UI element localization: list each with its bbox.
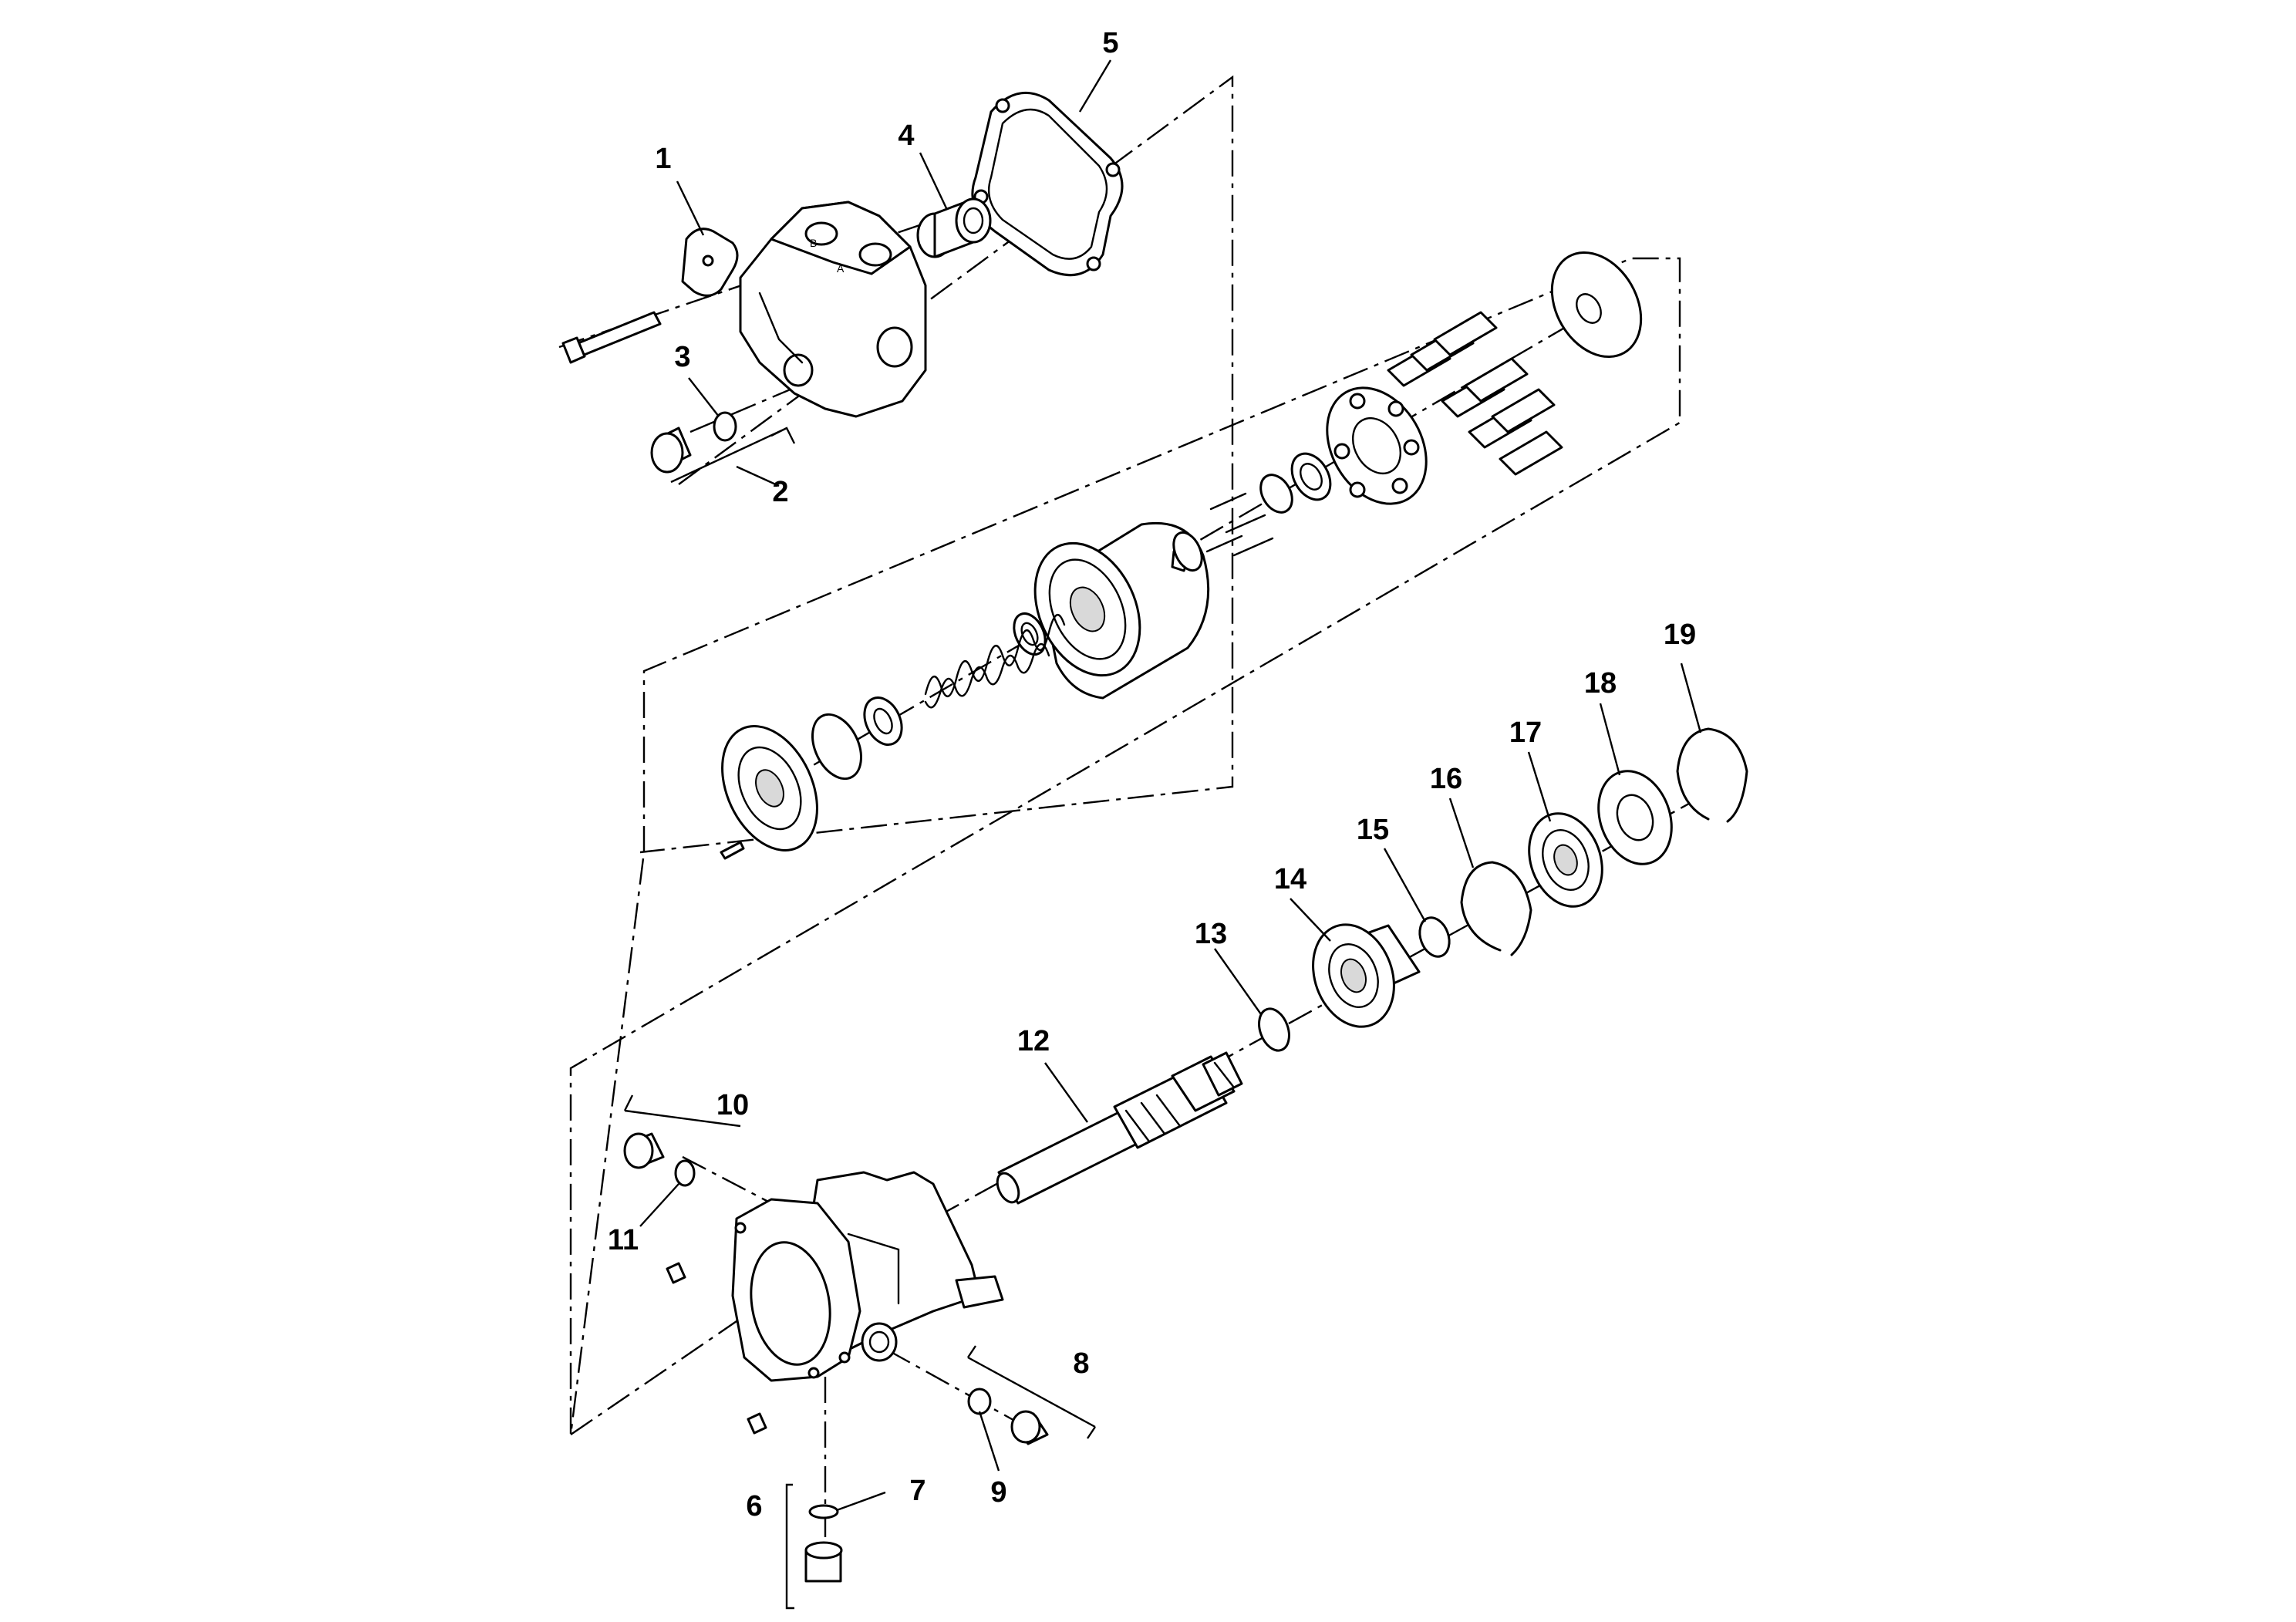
callout-17: 17 [1509, 717, 1542, 749]
drive-shaft-12-part [996, 1051, 1243, 1205]
cylinder-block-part [1033, 521, 1210, 700]
bracket-8 [967, 1345, 1096, 1439]
callout-8: 8 [1073, 1347, 1089, 1380]
callout-2: 2 [772, 476, 788, 508]
leader-3 [688, 377, 720, 417]
main-housing-part [731, 1171, 1004, 1382]
retaining-ring-16-part [1460, 861, 1532, 956]
plug-10-part [623, 1132, 665, 1169]
snap-ring-15-part [1418, 916, 1451, 958]
callout-5: 5 [1102, 27, 1118, 59]
valve-plate-part [720, 725, 818, 860]
leader-16 [1448, 798, 1475, 868]
shaft-seal-17-part [1528, 812, 1603, 908]
bracket-6 [785, 1483, 794, 1610]
callout-4: 4 [898, 120, 914, 152]
leader-5 [1078, 59, 1112, 113]
thrust-plate-part [1550, 251, 1643, 359]
leader-13 [1214, 948, 1262, 1015]
callout-6: 6 [746, 1490, 762, 1523]
leader-19 [1680, 663, 1702, 733]
svg-text:B: B [810, 237, 817, 249]
leader-17 [1527, 751, 1552, 822]
shim-18-part [1597, 770, 1673, 865]
piston-set-part [1387, 311, 1563, 476]
ball-bearing-14-part [1312, 923, 1421, 1028]
callout-9: 9 [990, 1476, 1006, 1509]
callout-18: 18 [1584, 667, 1617, 700]
gasket-part [971, 91, 1124, 277]
dowel-pin-lower [747, 1412, 767, 1435]
axis-port [886, 1348, 1027, 1428]
spring-assembly-part [811, 612, 1066, 781]
oring-7-part [808, 1504, 839, 1519]
snap-ring-13-part [1258, 1007, 1290, 1052]
leader-18 [1599, 703, 1621, 776]
leader-9 [978, 1411, 1000, 1472]
oring-11-part [674, 1159, 696, 1187]
middle-snap-ring-part [1172, 531, 1203, 572]
callout-3: 3 [674, 341, 690, 373]
callout-10: 10 [716, 1089, 749, 1121]
end-cover-part: B A [739, 201, 927, 418]
bolt-and-plate-part [561, 228, 739, 364]
callout-12: 12 [1017, 1025, 1050, 1057]
leader-15 [1383, 848, 1427, 922]
bracket-10 [623, 1094, 741, 1128]
callout-14: 14 [1274, 863, 1306, 895]
svg-text:A: A [837, 262, 845, 275]
callout-7: 7 [909, 1475, 925, 1507]
plug-and-oring-part [650, 411, 737, 474]
axis-plug [682, 1155, 772, 1205]
retainer-plate-part [1326, 386, 1428, 505]
top-group-boundary [639, 75, 1234, 854]
middle-group-boundary [569, 257, 1681, 1435]
leader-7 [836, 1491, 886, 1512]
callout-1: 1 [655, 143, 671, 175]
callout-15: 15 [1357, 814, 1389, 846]
leader-4 [919, 152, 949, 211]
oring-9-part [967, 1388, 992, 1415]
bracket-2 [670, 427, 796, 484]
callout-13: 13 [1195, 918, 1227, 950]
needle-bearing-part [916, 197, 992, 258]
leader-11 [639, 1183, 679, 1227]
retaining-ring-19-part [1676, 727, 1748, 823]
ball-guide-part [1205, 452, 1332, 557]
leader-1 [676, 180, 705, 236]
plug-8-part [1010, 1410, 1049, 1445]
dowel-pin-upper [666, 1262, 686, 1284]
drain-plug-6-part [804, 1541, 843, 1583]
leader-2 [736, 465, 780, 487]
leader-14 [1290, 898, 1331, 942]
callout-19: 19 [1664, 619, 1696, 651]
callout-11: 11 [608, 1224, 639, 1256]
callout-16: 16 [1430, 763, 1462, 795]
leader-12 [1044, 1062, 1088, 1123]
